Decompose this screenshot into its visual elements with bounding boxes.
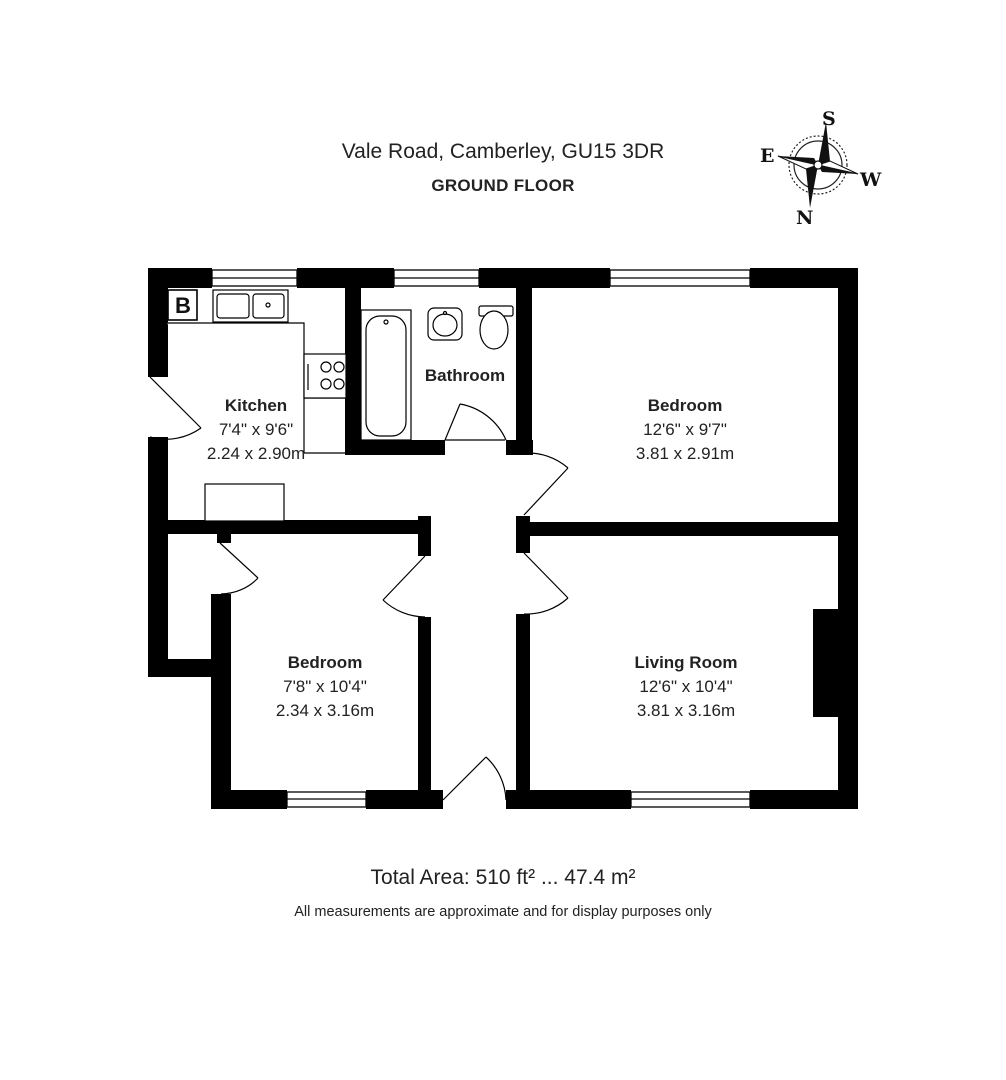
room-size-imperial: 7'8" x 10'4" [283, 677, 367, 696]
compass-n-label: N [796, 207, 813, 229]
fixtures [166, 289, 514, 522]
kitchen-hob [303, 353, 347, 399]
room-name: Bathroom [424, 366, 506, 385]
room-size-metric: 2.34 x 3.16m [275, 701, 375, 720]
disclaimer: All measurements are approximate and for… [294, 904, 712, 920]
compass-s-label: S [822, 108, 836, 130]
room-bedroom-1: Bedroom 12'6" x 9'7" 3.81 x 2.91m [610, 394, 760, 466]
room-bathroom: Bathroom [405, 364, 525, 388]
room-name: Bedroom [287, 653, 363, 672]
boiler-box [167, 289, 198, 321]
room-size-imperial: 12'6" x 9'7" [643, 420, 727, 439]
room-bedroom-2: Bedroom 7'8" x 10'4" 2.34 x 3.16m [250, 651, 400, 723]
toilet [479, 310, 509, 350]
room-size-metric: 3.81 x 3.16m [636, 701, 736, 720]
room-living: Living Room 12'6" x 10'4" 3.81 x 3.16m [606, 651, 766, 723]
compass-w-label: W [859, 169, 882, 191]
walls [148, 268, 858, 809]
total-area: Total Area: 510 ft² ... 47.4 m² [370, 866, 636, 889]
windows [211, 269, 751, 808]
property-address: Vale Road, Camberley, GU15 3DR [341, 140, 665, 163]
kitchen-unit [204, 483, 285, 522]
room-name: Bedroom [647, 396, 723, 415]
room-name: Living Room [634, 653, 738, 672]
compass-rose: S E W N [760, 108, 882, 229]
boiler-label: B [175, 293, 191, 318]
compass-e-label: E [760, 145, 774, 167]
room-size-imperial: 12'6" x 10'4" [639, 677, 733, 696]
room-kitchen: Kitchen 7'4" x 9'6" 2.24 x 2.90m [186, 394, 326, 466]
doors [149, 376, 569, 801]
room-size-metric: 2.24 x 2.90m [206, 444, 306, 463]
room-size-imperial: 7'4" x 9'6" [218, 420, 294, 439]
floor-label: GROUND FLOOR [431, 176, 575, 195]
room-size-metric: 3.81 x 2.91m [635, 444, 735, 463]
room-name: Kitchen [224, 396, 288, 415]
